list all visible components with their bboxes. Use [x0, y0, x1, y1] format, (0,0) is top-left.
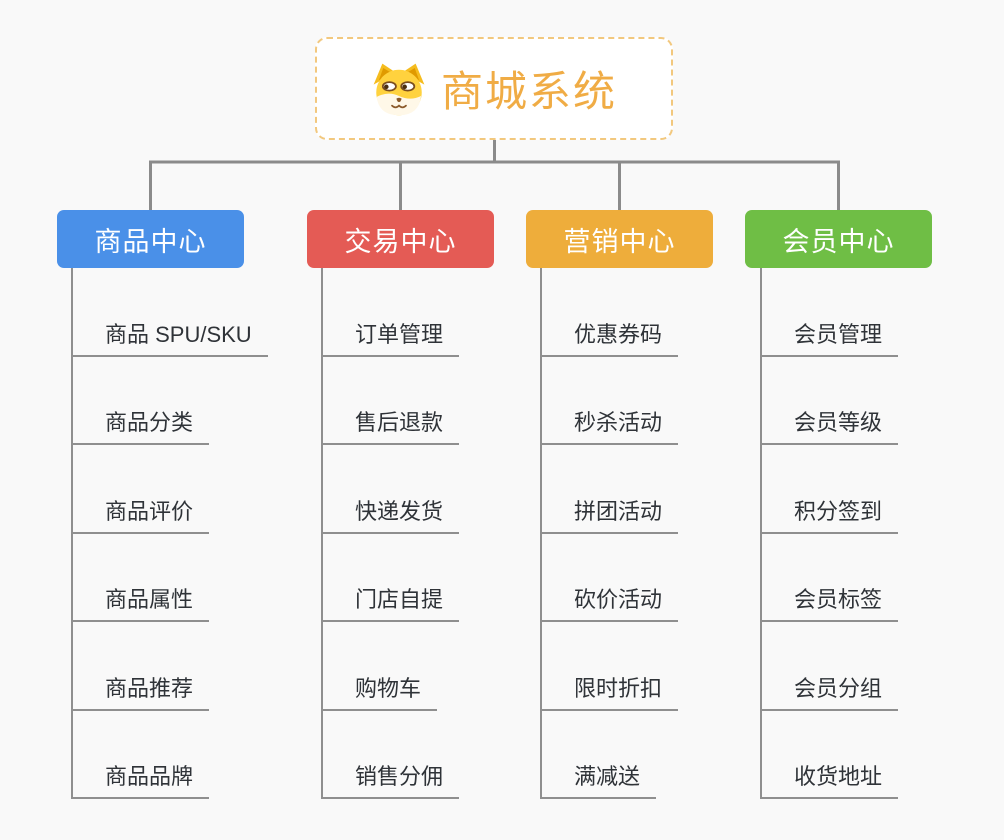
branch-node-trade-center[interactable]: 交易中心	[307, 210, 494, 268]
leaf-cell: 会员等级	[762, 357, 899, 445]
leaf-cell: 销售分佣	[323, 711, 460, 799]
dog-icon	[373, 63, 425, 115]
leaf-node-product-attribute[interactable]: 商品属性	[73, 582, 210, 622]
leaf-cell: 售后退款	[323, 357, 460, 445]
leaf-node-full-reduction[interactable]: 满减送	[542, 759, 657, 799]
leaf-column-member: 会员管理 会员等级 积分签到 会员标签 会员分组 收货地址	[760, 268, 899, 799]
leaf-cell: 收货地址	[762, 711, 899, 799]
leaf-node-product-recommend[interactable]: 商品推荐	[73, 671, 210, 711]
leaf-column-marketing: 优惠券码 秒杀活动 拼团活动 砍价活动 限时折扣 满减送	[540, 268, 679, 799]
leaf-cell: 秒杀活动	[542, 357, 679, 445]
leaf-node-product-review[interactable]: 商品评价	[73, 494, 210, 534]
leaf-cell: 快递发货	[323, 445, 460, 534]
leaf-cell: 优惠券码	[542, 268, 679, 357]
leaf-node-flash-sale[interactable]: 秒杀活动	[542, 405, 679, 445]
leaf-node-shopping-cart[interactable]: 购物车	[323, 671, 438, 711]
leaf-node-points-checkin[interactable]: 积分签到	[762, 494, 899, 534]
leaf-cell: 限时折扣	[542, 622, 679, 711]
leaf-cell: 购物车	[323, 622, 459, 711]
leaf-node-sales-commission[interactable]: 销售分佣	[323, 759, 460, 799]
root-node-mall-system[interactable]: 商城系统	[315, 37, 673, 140]
leaf-cell: 订单管理	[323, 268, 460, 357]
leaf-node-express-delivery[interactable]: 快递发货	[323, 494, 460, 534]
leaf-node-store-pickup[interactable]: 门店自提	[323, 582, 460, 622]
leaf-node-product-brand[interactable]: 商品品牌	[73, 759, 210, 799]
leaf-node-group-buy[interactable]: 拼团活动	[542, 494, 679, 534]
leaf-cell: 商品 SPU/SKU	[73, 268, 268, 357]
leaf-cell: 商品评价	[73, 445, 268, 534]
leaf-node-coupon-code[interactable]: 优惠券码	[542, 317, 679, 357]
branch-node-product-center[interactable]: 商品中心	[57, 210, 244, 268]
branch-node-member-center[interactable]: 会员中心	[745, 210, 932, 268]
leaf-cell: 商品推荐	[73, 622, 268, 711]
leaf-node-bargain-activity[interactable]: 砍价活动	[542, 582, 679, 622]
leaf-node-shipping-address[interactable]: 收货地址	[762, 759, 899, 799]
leaf-cell: 商品属性	[73, 534, 268, 622]
leaf-node-member-group[interactable]: 会员分组	[762, 671, 899, 711]
leaf-cell: 满减送	[542, 711, 678, 799]
leaf-node-order-management[interactable]: 订单管理	[323, 317, 460, 357]
leaf-cell: 砍价活动	[542, 534, 679, 622]
leaf-cell: 拼团活动	[542, 445, 679, 534]
leaf-cell: 门店自提	[323, 534, 460, 622]
leaf-node-member-management[interactable]: 会员管理	[762, 317, 899, 357]
leaf-cell: 商品品牌	[73, 711, 268, 799]
leaf-node-member-level[interactable]: 会员等级	[762, 405, 899, 445]
leaf-column-trade: 订单管理 售后退款 快递发货 门店自提 购物车 销售分佣	[321, 268, 460, 799]
leaf-node-member-tag[interactable]: 会员标签	[762, 582, 899, 622]
leaf-cell: 积分签到	[762, 445, 899, 534]
leaf-cell: 会员分组	[762, 622, 899, 711]
leaf-cell: 会员管理	[762, 268, 899, 357]
leaf-node-limited-time-discount[interactable]: 限时折扣	[542, 671, 679, 711]
leaf-cell: 会员标签	[762, 534, 899, 622]
leaf-node-product-spu-sku[interactable]: 商品 SPU/SKU	[73, 317, 268, 357]
branch-node-marketing-center[interactable]: 营销中心	[526, 210, 713, 268]
root-title: 商城系统	[440, 68, 617, 115]
leaf-node-aftersale-refund[interactable]: 售后退款	[323, 405, 460, 445]
leaf-cell: 商品分类	[73, 357, 268, 445]
leaf-column-product: 商品 SPU/SKU 商品分类 商品评价 商品属性 商品推荐 商品品牌	[71, 268, 268, 799]
leaf-node-product-category[interactable]: 商品分类	[73, 405, 210, 445]
